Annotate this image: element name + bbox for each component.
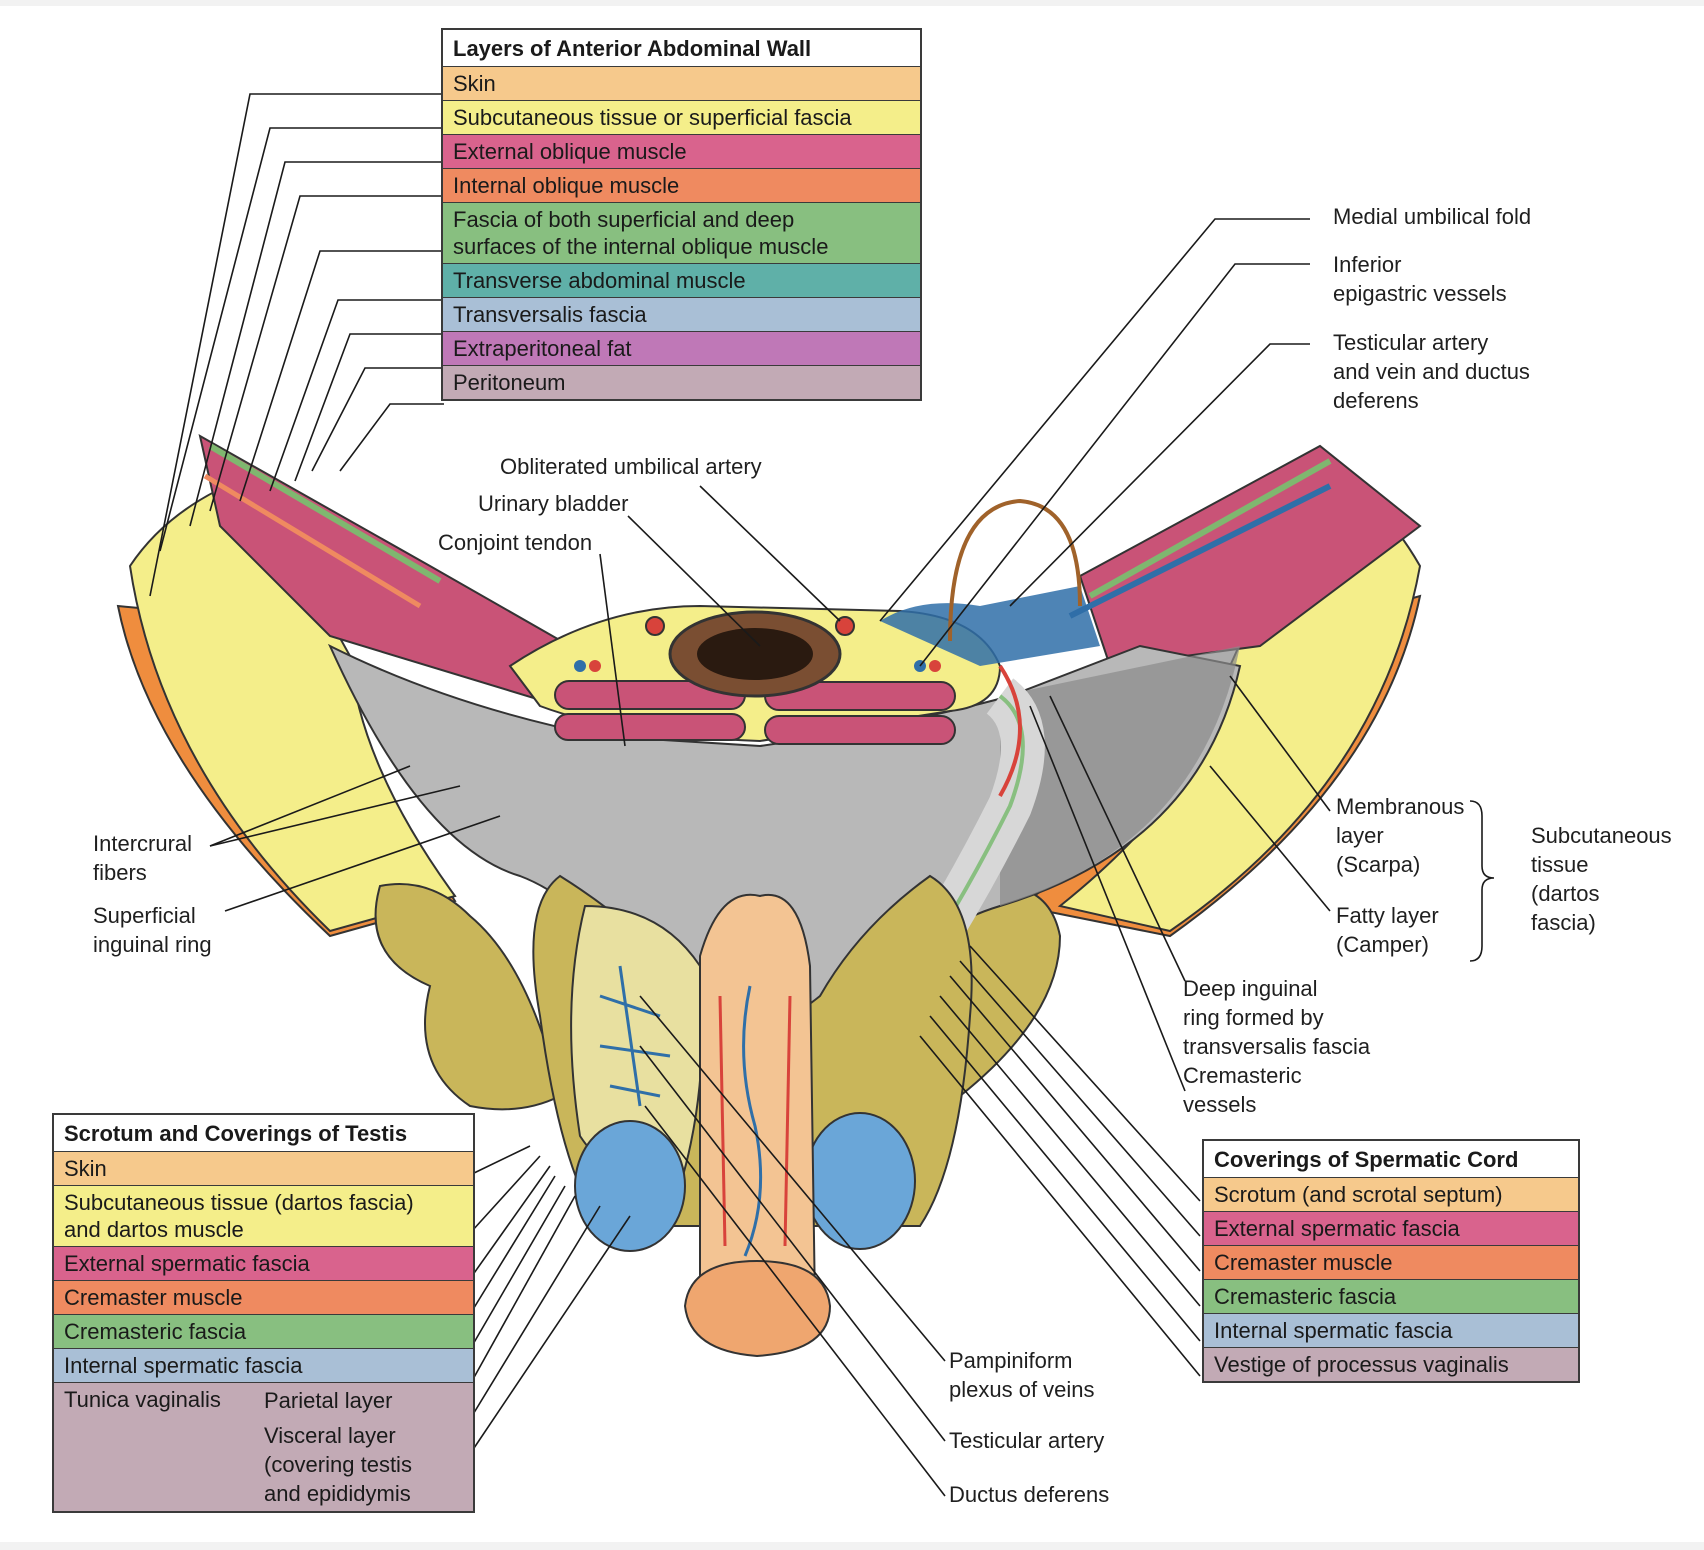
- label-testicular-artery-vein-ductus: Testicular artery and vein and ductus de…: [1333, 330, 1530, 413]
- rectus-left-2: [554, 713, 746, 741]
- visceral-layer-label: Visceral layer (covering testis and epid…: [264, 1423, 412, 1506]
- legend-row: Internal spermatic fascia: [54, 1349, 473, 1383]
- legend-row: Cremaster muscle: [54, 1281, 473, 1315]
- legend-scrotum-title: Scrotum and Coverings of Testis: [54, 1115, 473, 1152]
- spermatic-cord-vessels: [998, 664, 1022, 797]
- penis-vein: [742, 985, 763, 1257]
- cremaster-loop: [948, 498, 1082, 642]
- legend-row: Skin: [443, 67, 920, 101]
- testis-left: [574, 1120, 686, 1252]
- label-fatty-layer: Fatty layer (Camper): [1336, 903, 1439, 957]
- label-subcutaneous-tissue: Subcutaneous tissue (dartos fascia): [1531, 823, 1672, 935]
- legend-row: External spermatic fascia: [1204, 1212, 1578, 1246]
- aponeurosis-shadow: [1000, 646, 1240, 906]
- left-thigh-mass: [374, 883, 562, 1111]
- legend-row: External oblique muscle: [443, 135, 920, 169]
- legend-row: Transversalis fascia: [443, 298, 920, 332]
- right-blue-band: [1068, 483, 1332, 619]
- legend-row: Subcutaneous tissue (dartos fascia) and …: [54, 1186, 473, 1247]
- leader-lines: [149, 93, 1495, 1497]
- legend-row: Cremasteric fascia: [1204, 1280, 1578, 1314]
- penis-shaft: [699, 893, 817, 1307]
- legend-row: Cremaster muscle: [1204, 1246, 1578, 1280]
- umbilical-artery-right: [835, 616, 855, 636]
- tunica-vaginalis-label: Tunica vaginalis: [64, 1387, 221, 1412]
- legend-row: Internal oblique muscle: [443, 169, 920, 203]
- right-green-band: [1088, 458, 1332, 599]
- label-urinary-bladder: Urinary bladder: [478, 491, 629, 516]
- legend-row: Subcutaneous tissue or superficial fasci…: [443, 101, 920, 135]
- legend-row: Scrotum (and scrotal septum): [1204, 1178, 1578, 1212]
- testis-right: [804, 1112, 916, 1250]
- label-cremasteric-vessels: Cremasteric vessels: [1183, 1063, 1302, 1117]
- label-deep-inguinal-ring: Deep inguinal ring formed by transversal…: [1183, 976, 1371, 1059]
- label-intercrural-fibers: Intercrural fibers: [93, 831, 193, 885]
- epigastric-left-a: [574, 660, 586, 672]
- label-superficial-inguinal-ring: Superficial inguinal ring: [93, 903, 212, 957]
- medial-umbilical-fold-blue: [880, 586, 1100, 666]
- legend-scrotum: Scrotum and Coverings of Testis Skin Sub…: [52, 1113, 475, 1513]
- legend-row: Extraperitoneal fat: [443, 332, 920, 366]
- epigastric-left-b: [589, 660, 601, 672]
- parietal-layer-label: Parietal layer: [264, 1388, 393, 1413]
- umbilical-artery-left: [645, 616, 665, 636]
- penis-glans: [683, 1259, 832, 1358]
- label-pampiniform-plexus: Pampiniform plexus of veins: [949, 1348, 1095, 1402]
- left-green-band: [208, 443, 442, 584]
- legend-spermatic-cord-title: Coverings of Spermatic Cord: [1204, 1141, 1578, 1178]
- label-membranous-layer: Membranous layer (Scarpa): [1336, 794, 1465, 877]
- pampiniform-plexus: [599, 965, 671, 1107]
- anatomy-illustration: [116, 93, 1495, 1497]
- penis-artery-left: [718, 995, 727, 1247]
- left-yellow-subcut: [128, 474, 457, 933]
- label-inferior-epigastric: Inferior epigastric vessels: [1333, 252, 1507, 306]
- legend-row: Fascia of both superficial and deep surf…: [443, 203, 920, 264]
- epigastric-right-b: [929, 660, 941, 672]
- legend-row: Internal spermatic fascia: [1204, 1314, 1578, 1348]
- figure-frame: Layers of Anterior Abdominal Wall Skin S…: [0, 6, 1704, 1542]
- rectus-right: [764, 715, 956, 745]
- legend-row: Cremasteric fascia: [54, 1315, 473, 1349]
- legend-row: Vestige of processus vaginalis: [1204, 1348, 1578, 1381]
- right-muscle-band: [1078, 444, 1422, 668]
- legend-row: Transverse abdominal muscle: [443, 264, 920, 298]
- legend-spermatic-cord: Coverings of Spermatic Cord Scrotum (and…: [1202, 1139, 1580, 1383]
- legend-row: Peritoneum: [443, 366, 920, 399]
- label-testicular-artery: Testicular artery: [949, 1428, 1105, 1453]
- penis-artery-right: [783, 995, 792, 1247]
- label-conjoint-tendon: Conjoint tendon: [438, 530, 593, 555]
- legend-row: External spermatic fascia: [54, 1247, 473, 1281]
- legend-abdominal-wall: Layers of Anterior Abdominal Wall Skin S…: [441, 28, 922, 401]
- label-medial-umbilical-fold: Medial umbilical fold: [1333, 204, 1532, 229]
- label-ductus-deferens: Ductus deferens: [949, 1482, 1110, 1507]
- legend-row-tunica: Tunica vaginalis Parietal layer Visceral…: [54, 1383, 473, 1511]
- legend-row: Skin: [54, 1152, 473, 1186]
- legend-abdominal-wall-title: Layers of Anterior Abdominal Wall: [443, 30, 920, 67]
- label-obliterated-umbilical-artery: Obliterated umbilical artery: [500, 454, 762, 479]
- urinary-bladder-lumen: [697, 628, 813, 680]
